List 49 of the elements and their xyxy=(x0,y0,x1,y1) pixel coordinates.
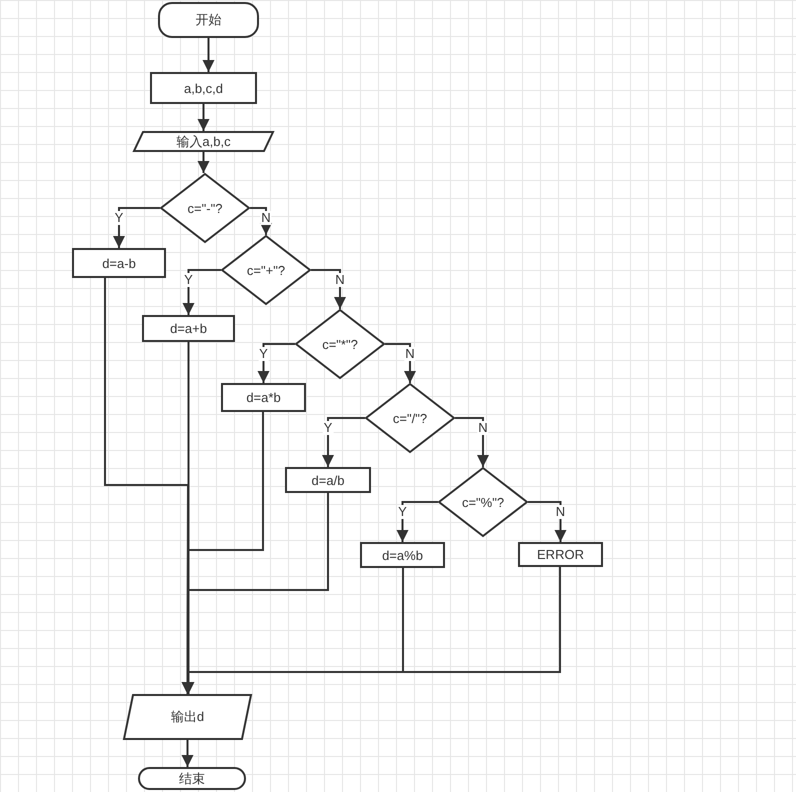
arrow xyxy=(113,207,160,248)
node-label: d=a-b xyxy=(102,256,136,270)
arrow xyxy=(455,417,489,467)
arrow xyxy=(322,417,365,467)
arrow xyxy=(385,343,416,383)
edge-label: Y xyxy=(114,211,124,225)
node-label: c="+"? xyxy=(246,262,286,278)
edge-label: N xyxy=(334,273,346,287)
node-label: d=a+b xyxy=(170,321,207,336)
terminal-box xyxy=(158,2,259,38)
node-label: d=a%b xyxy=(382,548,423,562)
process-box xyxy=(518,542,603,567)
node-label: c="%"? xyxy=(462,494,504,510)
node-label: a,b,c,d xyxy=(184,80,224,96)
edge-label: Y xyxy=(397,505,408,519)
arrow xyxy=(182,269,221,315)
terminal-box xyxy=(138,767,246,790)
edge-label: N xyxy=(554,505,566,519)
process-box xyxy=(72,248,166,278)
node-label: c="*"? xyxy=(322,336,358,352)
arrow xyxy=(396,501,438,542)
edge-label: N xyxy=(477,421,489,435)
process-box xyxy=(142,315,235,342)
process-box xyxy=(285,467,371,493)
edge-label: Y xyxy=(258,347,269,361)
edge-label: Y xyxy=(322,421,334,435)
arrow xyxy=(182,740,194,767)
arrow xyxy=(202,38,214,72)
process-box xyxy=(360,542,445,568)
arrow xyxy=(198,104,210,131)
node-label: 开始 xyxy=(196,11,222,29)
node-label: d=a*b xyxy=(246,390,281,405)
node-label: 输入a,b,c xyxy=(176,132,231,150)
arrow xyxy=(528,501,566,542)
arrow xyxy=(198,152,210,173)
node-label: c="/"? xyxy=(392,410,428,426)
node-label: d=a/b xyxy=(312,472,344,488)
arrow xyxy=(258,343,295,383)
node-label: c="-"? xyxy=(188,200,222,216)
arrow xyxy=(311,269,346,309)
process-box xyxy=(221,383,306,412)
edge-label: Y xyxy=(183,273,194,287)
edge-label: N xyxy=(404,347,416,361)
node-label: 输出d xyxy=(170,708,204,726)
node-label: ERROR xyxy=(537,547,584,562)
process-box xyxy=(150,72,257,104)
arrow xyxy=(250,207,272,235)
node-label: 结束 xyxy=(179,770,205,788)
edge-label: N xyxy=(260,211,272,225)
